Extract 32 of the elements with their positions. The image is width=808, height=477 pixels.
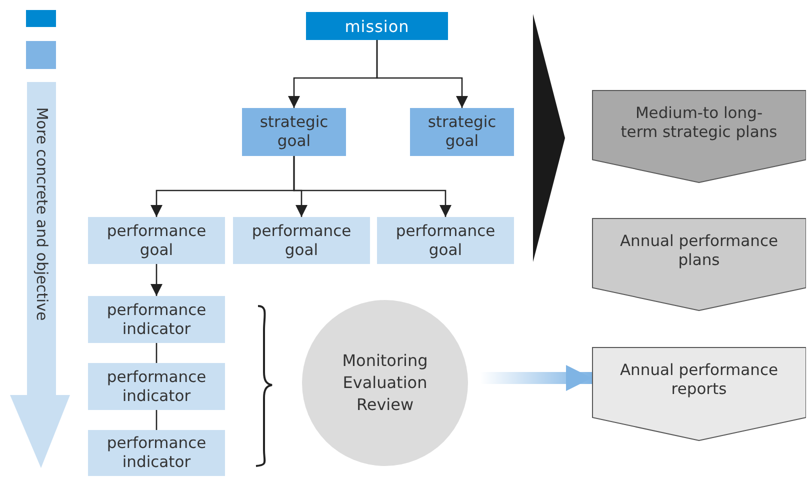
performance-box — [88, 296, 225, 343]
mission-box — [306, 12, 448, 40]
goal-box — [242, 108, 346, 156]
plan-label: Annual performance plans — [619, 232, 779, 270]
plan-panel — [592, 90, 806, 183]
plan-panel — [592, 218, 806, 311]
review-circle — [302, 300, 468, 466]
node-label: mission — [344, 16, 410, 36]
performance-box — [88, 217, 225, 264]
plan-label: Medium-to long-term strategic plans — [620, 104, 778, 142]
performance-box — [88, 363, 225, 410]
connector-line — [156, 410, 158, 430]
node-label: performance goal — [106, 222, 208, 260]
node-label: performance goal — [394, 222, 496, 260]
performance-box — [88, 430, 225, 476]
node-label: performance indicator — [106, 368, 208, 406]
node-label: strategic goal — [426, 113, 498, 151]
arrow — [293, 156, 452, 217]
node-label: strategic goal — [258, 113, 330, 151]
goal-box — [410, 108, 514, 156]
arrow — [376, 40, 468, 108]
performance-box — [233, 217, 370, 264]
plan-label: Annual performance reports — [619, 361, 779, 399]
node-label: performance indicator — [106, 300, 208, 338]
performance-box — [377, 217, 514, 264]
node-label: performance goal — [250, 222, 352, 260]
node-label: Monitoring Evaluation Review — [341, 350, 429, 416]
axis-label: More concrete and objective — [33, 106, 51, 323]
node-label: performance indicator — [106, 434, 208, 472]
arrow — [150, 264, 162, 296]
plan-panel — [592, 347, 806, 441]
connector-line — [156, 343, 158, 363]
